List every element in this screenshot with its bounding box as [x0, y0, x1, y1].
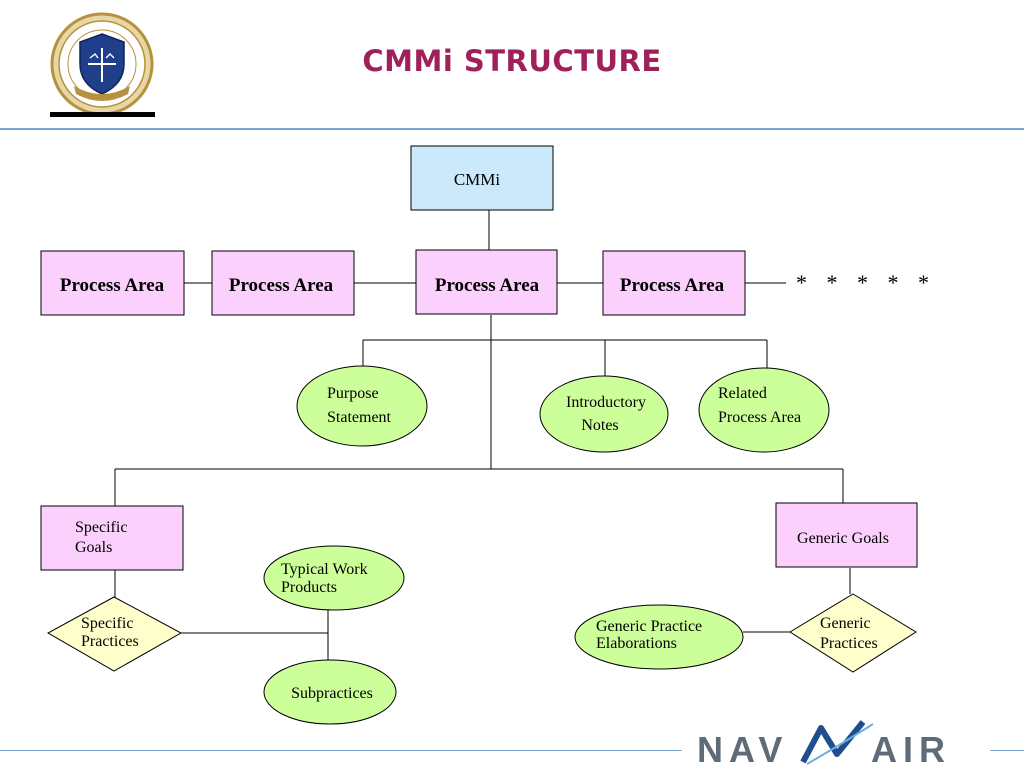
- generic-practices-line2: Practices: [820, 635, 878, 652]
- navy-seal-logo: [50, 12, 155, 117]
- continuation-asterisks: * * * * *: [796, 270, 936, 295]
- purpose-label-line1: Purpose: [327, 385, 379, 402]
- introductory-notes-ellipse: [539, 375, 669, 453]
- navair-logo: NAV AIR: [697, 720, 951, 768]
- navair-swoosh-icon: [800, 720, 866, 764]
- introductory-label-line1: Introductory: [566, 394, 646, 411]
- navair-right-text: AIR: [871, 729, 951, 768]
- process-area-label-4: Process Area: [620, 275, 725, 296]
- purpose-label-line2: Statement: [327, 409, 392, 426]
- related-label-line2: Process Area: [718, 409, 801, 426]
- related-label-line1: Related: [718, 385, 767, 402]
- process-area-box-2: [211, 250, 355, 316]
- process-area-label-3: Process Area: [435, 275, 540, 296]
- specific-goals-box: [40, 505, 184, 571]
- gp-elaborations-line2: Elaborations: [596, 635, 677, 652]
- typical-work-products-line1: Typical Work: [281, 561, 368, 578]
- typical-work-products-ellipse: [263, 545, 405, 611]
- specific-practices-line1: Specific: [81, 615, 133, 632]
- specific-practices-diamond: [46, 596, 183, 672]
- gp-elaborations-line1: Generic Practice: [596, 618, 702, 635]
- specific-goals-line2: Goals: [75, 539, 112, 556]
- process-area-box-4: [602, 250, 746, 316]
- top-rule: [0, 128, 1024, 130]
- process-area-box-1: [40, 250, 185, 316]
- generic-practices-line1: Generic: [820, 615, 871, 632]
- process-area-label-2: Process Area: [229, 275, 334, 296]
- navair-left-text: NAV: [697, 729, 788, 768]
- cmmi-root-label: CMMi: [454, 170, 501, 189]
- specific-practices-line2: Practices: [81, 633, 139, 650]
- subpractices-label: Subpractices: [291, 685, 373, 702]
- footer-rule-left: [0, 750, 682, 751]
- specific-goals-line1: Specific: [75, 519, 127, 536]
- generic-goals-label: Generic Goals: [797, 530, 889, 547]
- page-title: CMMi STRUCTURE: [362, 44, 662, 78]
- cmmi-root-box: [410, 145, 554, 211]
- related-process-area-ellipse: [698, 367, 830, 453]
- connector-lines: [114, 210, 851, 660]
- subpractices-ellipse: [263, 659, 397, 725]
- generic-practices-diamond: [789, 593, 917, 673]
- purpose-statement-ellipse: [296, 365, 428, 447]
- gp-elaborations-ellipse: [574, 604, 744, 670]
- typical-work-products-line2: Products: [281, 579, 337, 596]
- footer-rule-right: [990, 750, 1024, 751]
- process-area-box-3: [415, 249, 558, 315]
- generic-goals-box: [775, 502, 918, 568]
- introductory-label-line2: Notes: [581, 417, 618, 434]
- process-area-label-1: Process Area: [60, 275, 165, 296]
